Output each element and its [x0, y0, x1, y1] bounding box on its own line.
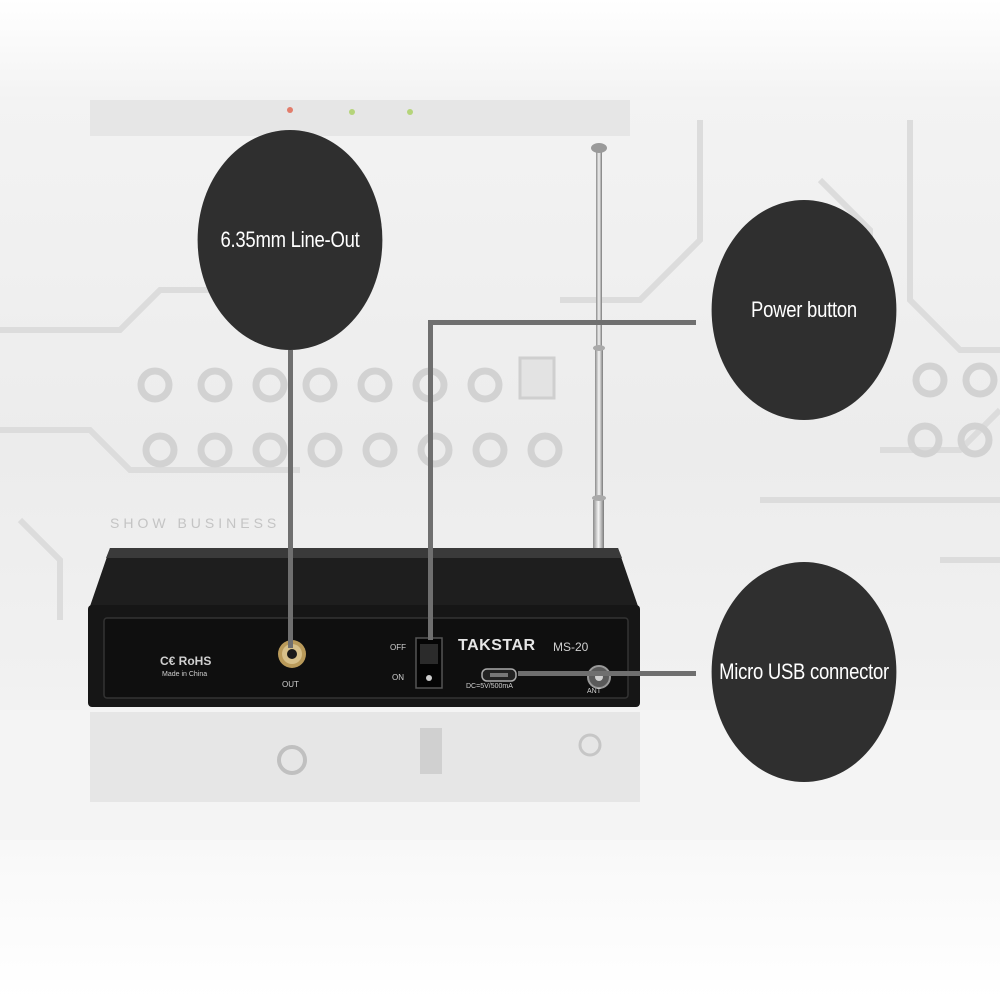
callout-power-button: Power button: [711, 200, 897, 420]
cert-marks: C€ RoHS: [160, 654, 212, 668]
background-slogan: SHOW BUSINESS: [110, 515, 281, 531]
antenna-label: ANT: [587, 688, 601, 695]
switch-on-label: ON: [392, 673, 404, 682]
callout-line-out-text: 6.35mm Line-Out: [220, 227, 360, 252]
dc-input-label: DC=5V/500mA: [466, 683, 513, 690]
leader-line-out: [288, 350, 293, 648]
switch-off-label: OFF: [390, 643, 406, 652]
out-label: OUT: [282, 680, 299, 689]
model-label: MS-20: [553, 640, 589, 654]
brand-logo: TAKSTAR: [458, 637, 536, 654]
callout-power-button-text: Power button: [751, 297, 857, 322]
callout-line-out: 6.35mm Line-Out: [197, 130, 383, 350]
leader-usb: [518, 671, 696, 676]
made-in-label: Made in China: [162, 671, 208, 678]
leader-power-vertical: [428, 320, 433, 640]
callout-micro-usb: Micro USB connector: [711, 562, 897, 782]
callout-micro-usb-text: Micro USB connector: [719, 659, 889, 684]
leader-power-horizontal: [428, 320, 696, 325]
